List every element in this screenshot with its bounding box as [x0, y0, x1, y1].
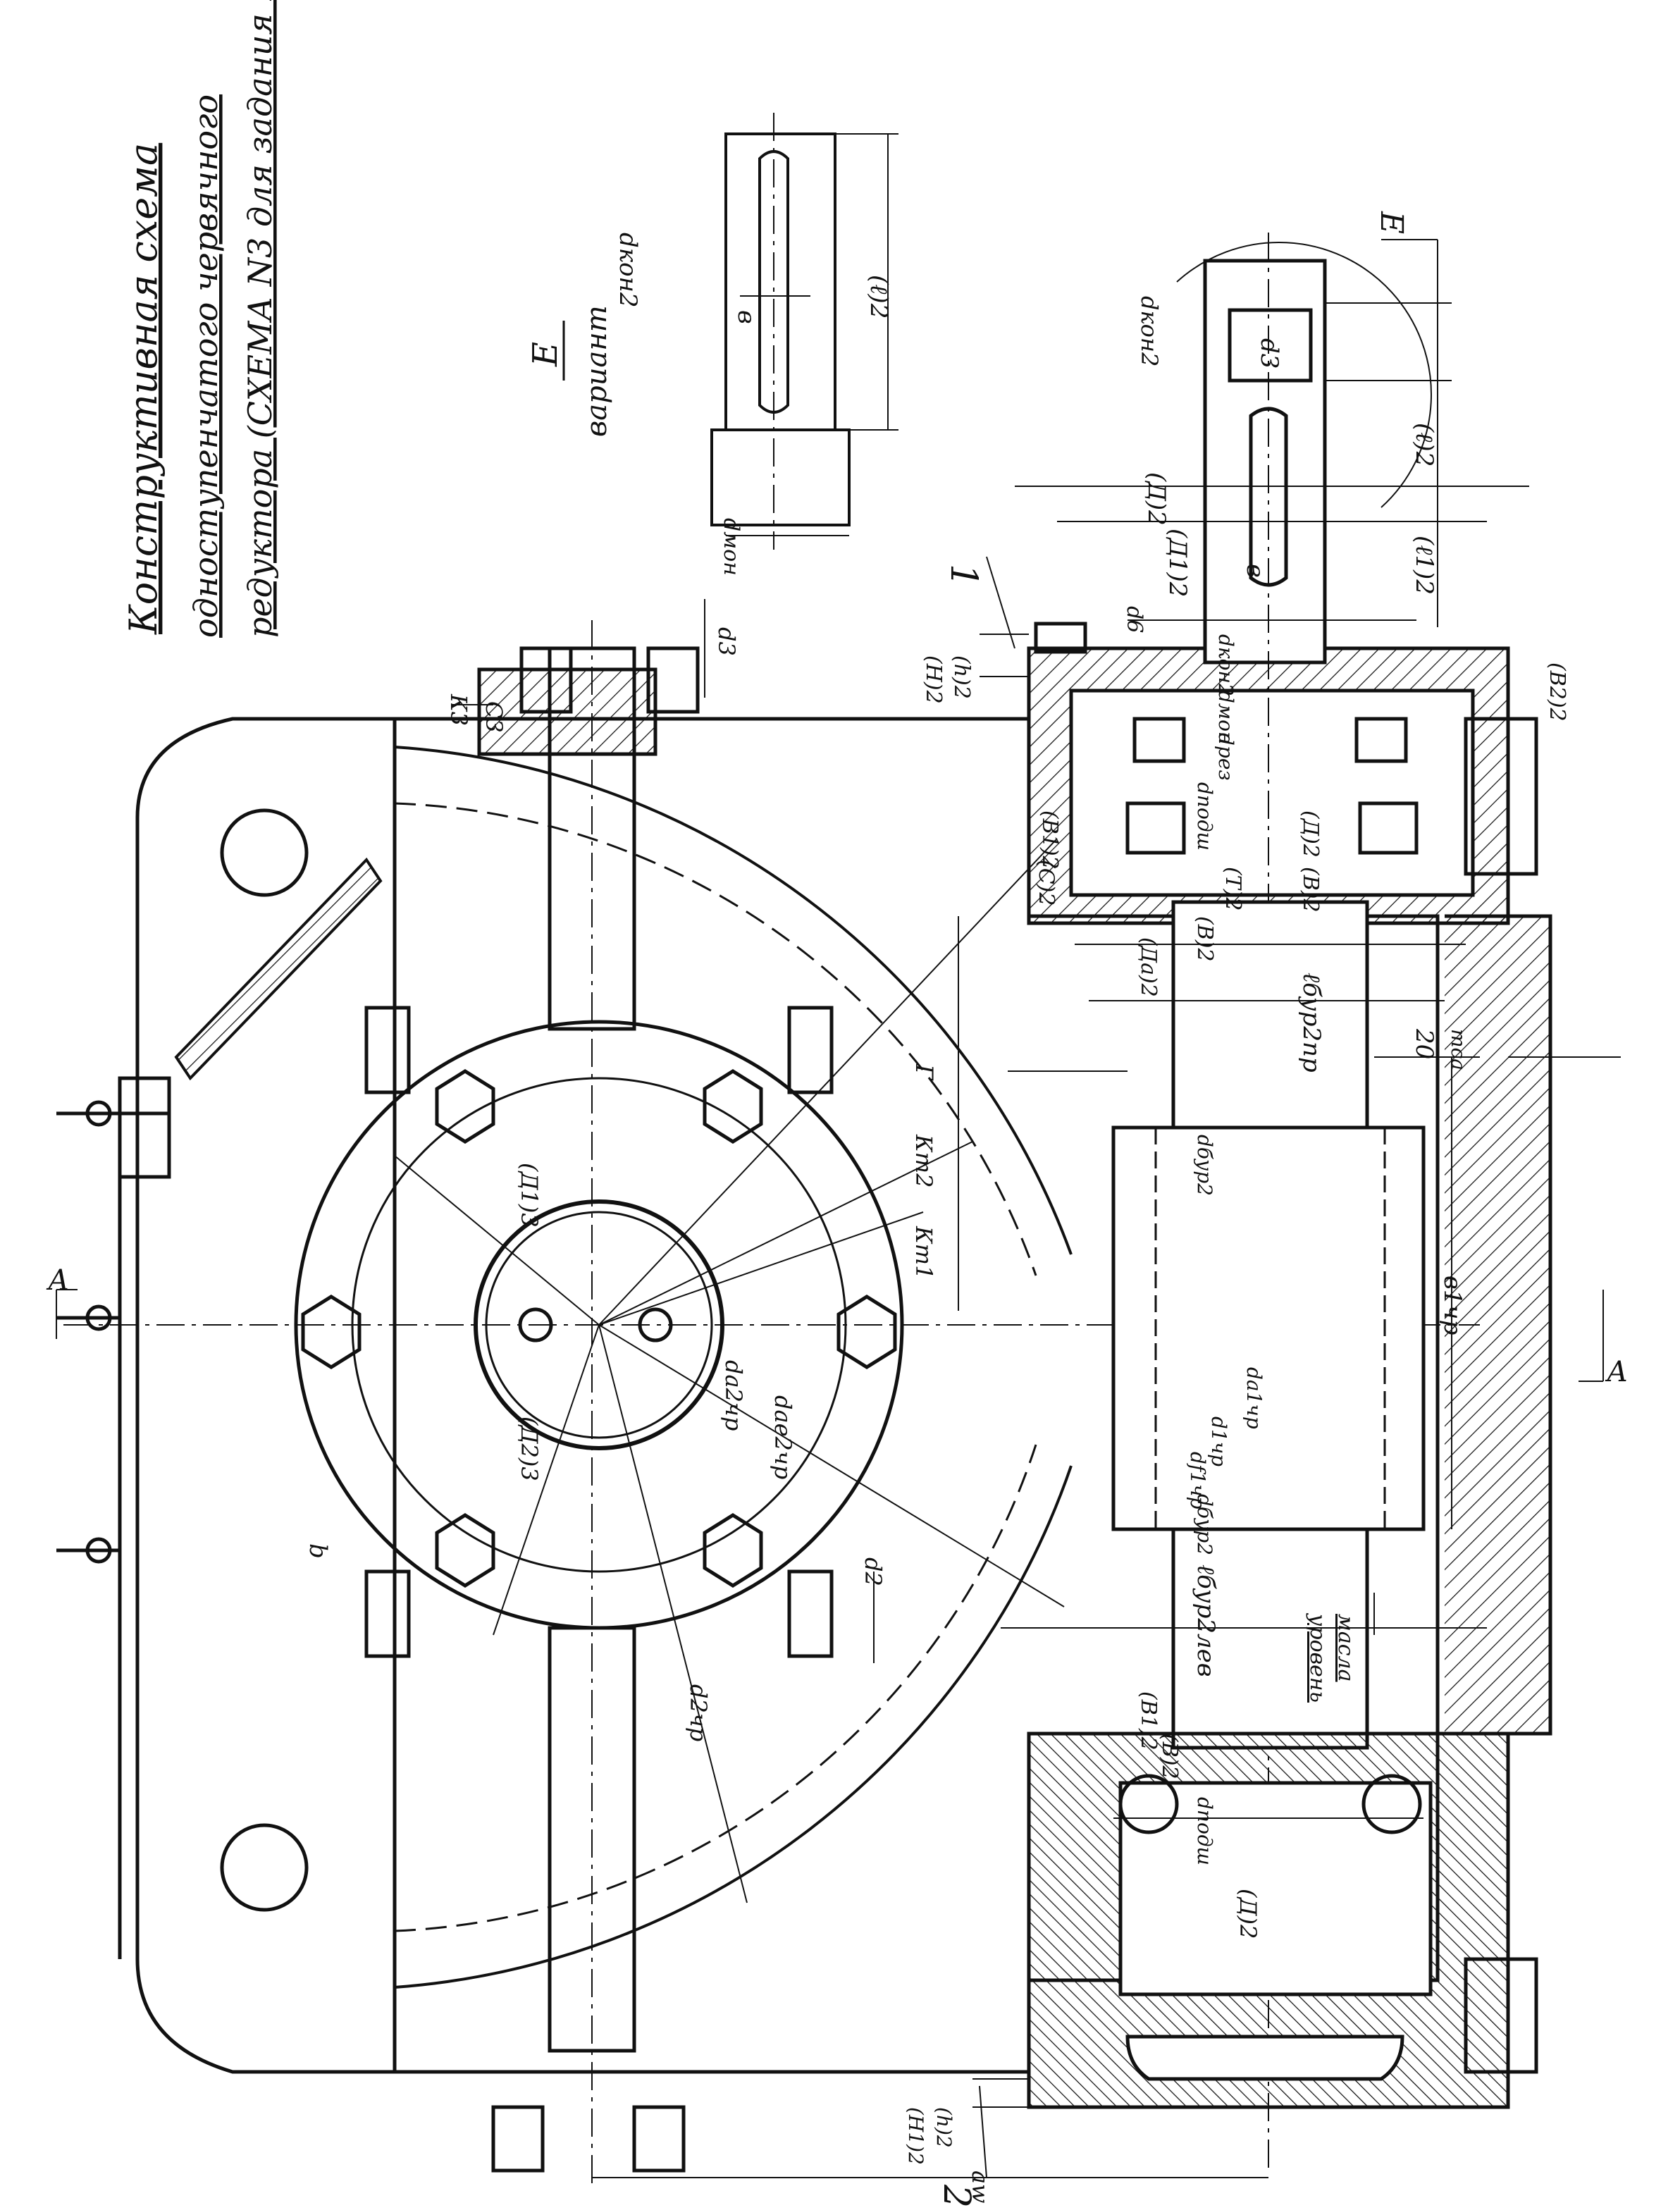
- label-d-a1: dа1чр: [1242, 1367, 1266, 1429]
- label-b-variant: в: [732, 310, 760, 324]
- title-block: Конструктивная схема одноступенчатого че…: [121, 0, 279, 638]
- label-h2: (h)2: [949, 655, 974, 699]
- label-d3-shaft: d3: [1255, 338, 1283, 369]
- variant-keyway: [758, 150, 789, 414]
- label-d-f1: df1чр: [1186, 1452, 1209, 1510]
- variant-shaft: [724, 132, 836, 431]
- label-a-w: aw чр: [967, 2171, 994, 2210]
- label-B1ch: в1чр: [1438, 1276, 1466, 1335]
- label-Kt1: Кт1: [910, 1226, 937, 1279]
- label-H2: (Н)2: [921, 655, 946, 704]
- hatched-rib: [174, 857, 383, 1081]
- mounting-hole-bottom: [220, 1823, 309, 1912]
- variant-caption: вариант: [581, 305, 613, 437]
- label-l-bur-pr: ℓбур2пр: [1297, 973, 1326, 1073]
- label-d-rez: dрез: [1214, 733, 1237, 781]
- section-a-left: А: [46, 1264, 69, 1297]
- annotation-labels: dкон2 d3 (ℓ)2 (ℓ1)2 (Д)2 (Д1)2 в d6 dкон…: [304, 296, 1569, 2210]
- label-D1-2: (Д1)2: [1163, 529, 1192, 597]
- label-H2-b: (Н1)2: [904, 2107, 927, 2165]
- section-a-right: А: [1605, 1356, 1628, 1388]
- label-D2-outer: (Д)2: [1142, 472, 1171, 526]
- label-d-a2: dа2чр: [720, 1360, 747, 1431]
- label-d-podsh: dподш: [1193, 782, 1216, 851]
- label-d-kon2-variant: dкон2: [614, 233, 642, 308]
- variant-letter: Е: [526, 342, 565, 367]
- title-line-2: одноступенчатого червячного: [187, 94, 225, 638]
- title-line-3: редуктора (СХЕМА N3 для задания 1.8): [241, 0, 279, 638]
- label-oil-1: уровень: [1305, 1612, 1330, 1703]
- label-d6: d6: [1122, 606, 1147, 633]
- variant-view: Е вариант: [526, 113, 898, 550]
- label-G: Г: [910, 1063, 938, 1081]
- label-twenty: 20: [1410, 1028, 1438, 1059]
- label-d3-bolt: d3: [713, 627, 740, 656]
- label-C3: С3: [481, 701, 507, 733]
- label-D2-bot: (Д)2: [1235, 1889, 1261, 1939]
- label-B1-2: (В1)2: [1037, 810, 1062, 870]
- label-l1-2-shaft: (ℓ1)2: [1410, 536, 1438, 595]
- label-l2-variant: (ℓ)2: [865, 275, 893, 319]
- label-C2: (С)2: [1034, 860, 1058, 906]
- label-d-2: d2чр: [685, 1684, 712, 1741]
- label-D23: (Д2)3: [516, 1416, 543, 1481]
- label-Da-2: (Дa)2: [1136, 937, 1161, 997]
- label-T2: (Т)2: [1221, 867, 1245, 911]
- label-d-kon2-shaft: dкон2: [1136, 296, 1163, 366]
- mounting-hole-top: [220, 808, 309, 897]
- label-b: b: [304, 1543, 332, 1559]
- label-oil-2: масла: [1333, 1614, 1358, 1682]
- label-B2: (В)2: [1298, 867, 1323, 913]
- label-Dm3: (Д1)3: [516, 1163, 543, 1228]
- input-shaft: [1203, 259, 1327, 665]
- label-Kt2: Кт2: [910, 1134, 937, 1187]
- callout-1: 1: [942, 564, 984, 587]
- label-d-kon2-b: dкон2: [1214, 634, 1237, 696]
- label-d-bur2-top: dбур2: [1193, 1135, 1216, 1196]
- gear-housing: [63, 620, 1480, 2185]
- title-line-1: Конструктивная схема: [121, 143, 166, 635]
- dimension-lines: [56, 239, 1621, 2178]
- worm-body: [1111, 1125, 1426, 1531]
- worm-shaft-assembly: [1027, 233, 1552, 2171]
- label-d-podsh-b: dподш: [1193, 1797, 1216, 1865]
- label-h2-b: (h)2: [932, 2107, 956, 2148]
- label-b-shaft: в: [1241, 564, 1269, 578]
- label-B-2b: (В)2: [1157, 1734, 1182, 1779]
- label-B-top: (В)2: [1192, 916, 1217, 962]
- housing-base: [56, 717, 397, 2074]
- label-d-bur2-bot: dбур2: [1193, 1494, 1216, 1555]
- section-e-arc: Е: [1373, 211, 1409, 234]
- section-markers: А А Е 1 2: [46, 211, 1628, 2208]
- label-l-bur2-lev: ℓбур2лев: [1192, 1564, 1220, 1677]
- label-l2-shaft: (ℓ)2: [1410, 423, 1438, 467]
- callout-2: 2: [935, 2184, 977, 2208]
- label-K3: К3: [445, 693, 472, 726]
- label-d-ae2: dае2чр: [770, 1395, 796, 1479]
- label-B2-2: (В2)2: [1545, 662, 1569, 722]
- label-D2-bear: (Д)2: [1298, 810, 1323, 858]
- label-B1-2b: (В1)2: [1136, 1691, 1161, 1751]
- variant-collar: [710, 428, 851, 526]
- label-tsa: тса: [1447, 1029, 1470, 1070]
- label-d-1: d1чр: [1207, 1416, 1230, 1467]
- label-d2-bolt: d2: [860, 1557, 887, 1586]
- label-d-mon-variant: dмон: [719, 518, 743, 576]
- label-d-mon2: dмон: [1214, 691, 1237, 744]
